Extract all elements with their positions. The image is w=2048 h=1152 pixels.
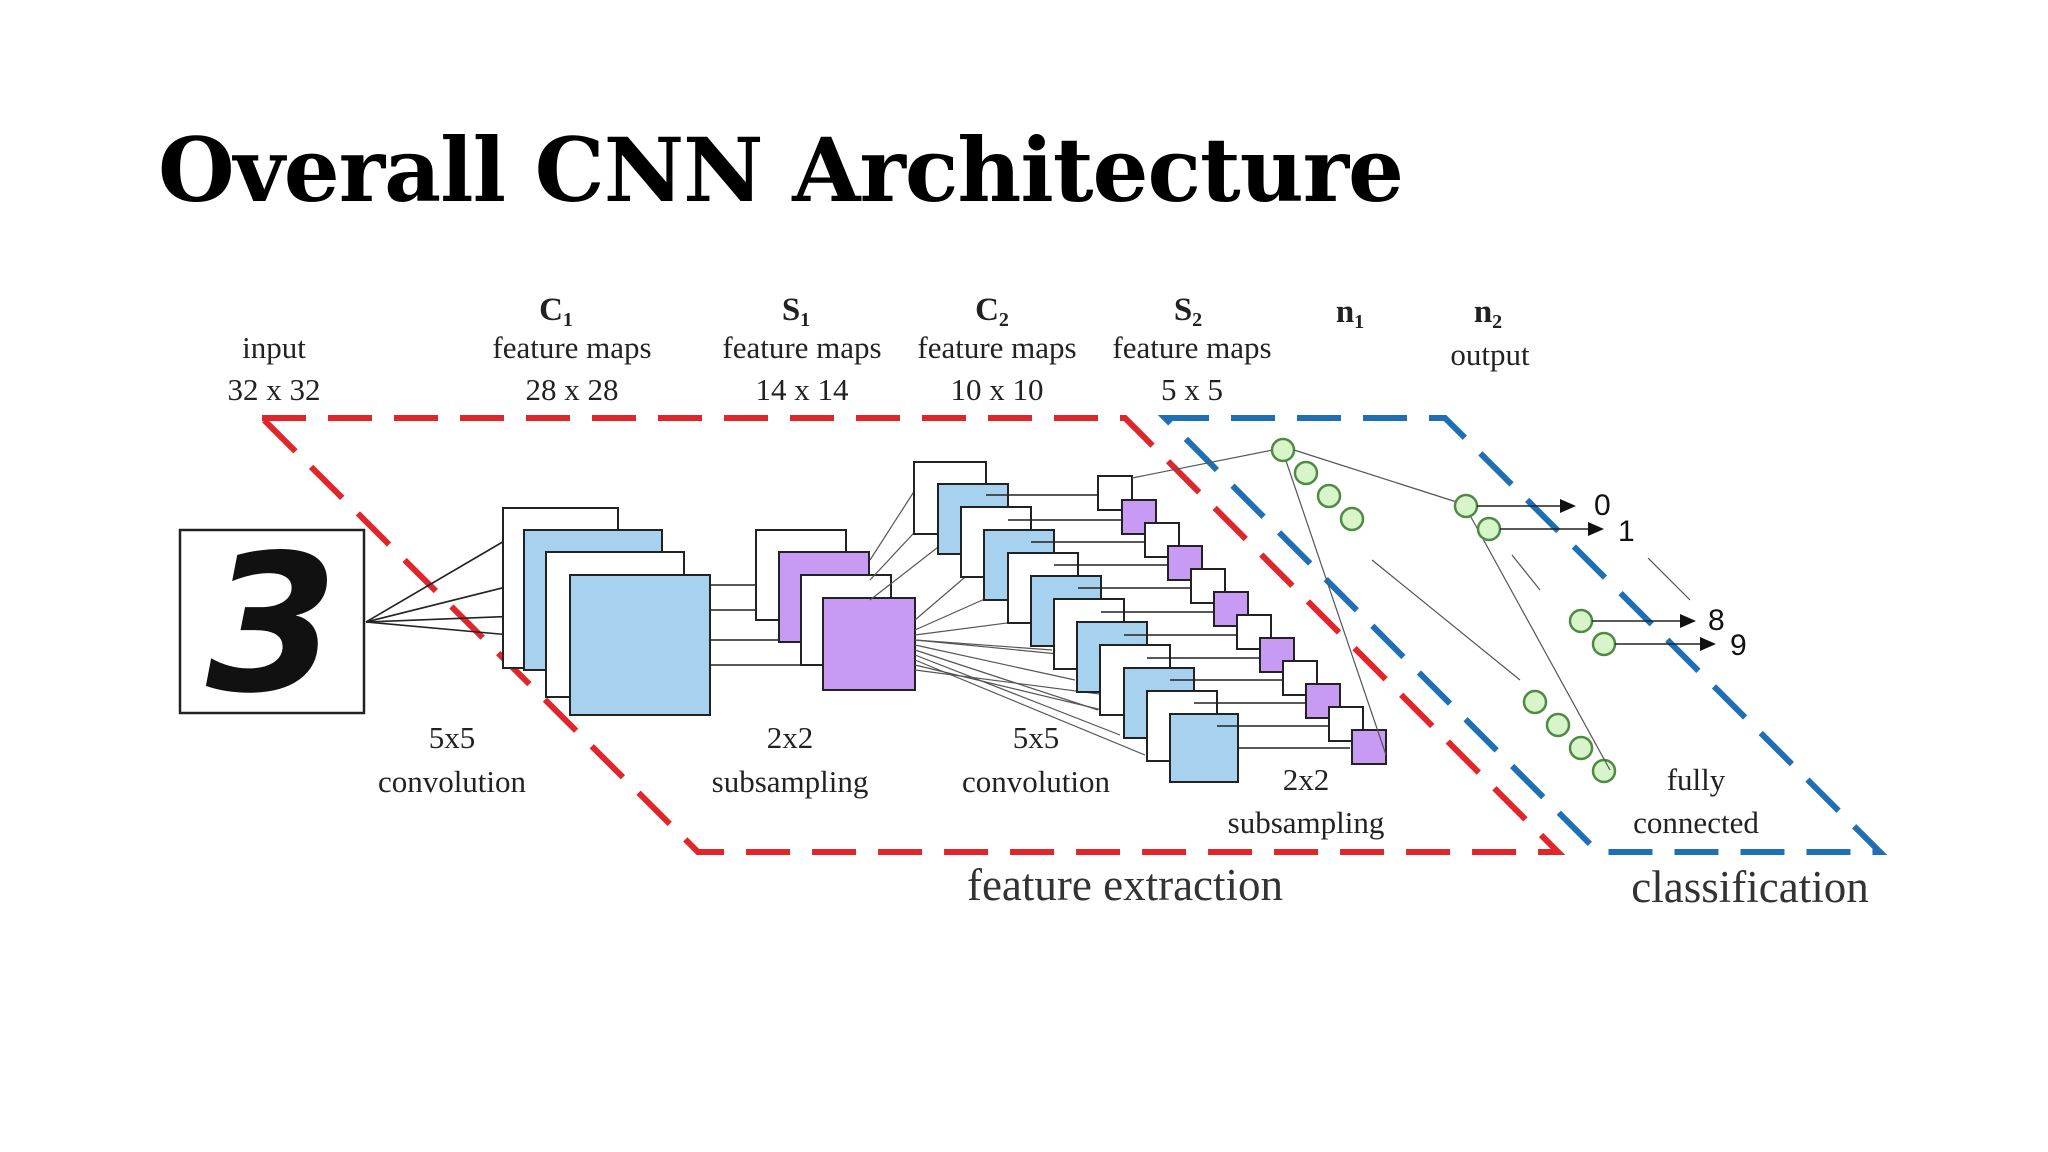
input-size: 32 x 32 <box>228 372 321 407</box>
sub1-kernel: 2x2 <box>767 720 814 755</box>
c1-label: feature maps <box>492 330 651 365</box>
conv1-label: convolution <box>378 764 527 799</box>
input-label: input <box>242 330 306 365</box>
s1-feature-maps <box>755 529 916 691</box>
s1-name: S1 <box>782 292 810 331</box>
c1-feature-maps <box>502 507 711 716</box>
output-arrows <box>1477 499 1716 651</box>
connections-s2-n1 <box>1131 447 1387 756</box>
connections-fc <box>1293 449 1691 771</box>
sub2-kernel: 2x2 <box>1283 762 1330 797</box>
classification-region <box>1157 415 1888 855</box>
c2-name: C2 <box>975 292 1009 331</box>
s1-size: 14 x 14 <box>756 372 850 407</box>
input-image <box>178 528 366 715</box>
fc-line2: connected <box>1633 805 1759 840</box>
n2-name: n2 <box>1474 294 1502 333</box>
conv1-kernel: 5x5 <box>429 720 476 755</box>
connections-sub2 <box>986 494 1350 749</box>
feature-extraction-label: feature extraction <box>967 860 1283 910</box>
c2-label: feature maps <box>917 330 1076 365</box>
output-label-0: 0 <box>1594 489 1611 522</box>
sub2-label: subsampling <box>1228 805 1385 840</box>
sub1-label: subsampling <box>712 764 869 799</box>
output-label-1: 1 <box>1618 515 1635 548</box>
c1-name: C1 <box>539 292 573 331</box>
fc-line1: fully <box>1667 762 1726 797</box>
s1-label: feature maps <box>722 330 881 365</box>
classification-label: classification <box>1631 862 1868 912</box>
input-digit: 3 <box>206 514 338 735</box>
s2-size: 5 x 5 <box>1161 372 1223 407</box>
n2-label: output <box>1450 337 1530 372</box>
conv2-kernel: 5x5 <box>1013 720 1060 755</box>
c1-size: 28 x 28 <box>526 372 619 407</box>
feature-extraction-region <box>254 415 1566 855</box>
conv2-label: convolution <box>962 764 1111 799</box>
output-label-9: 9 <box>1730 629 1747 662</box>
slide-title: Overall CNN Architecture <box>158 118 1404 222</box>
n2-nodes <box>1453 493 1617 657</box>
n1-name: n1 <box>1336 294 1364 333</box>
c2-feature-maps <box>913 461 1239 783</box>
s2-label: feature maps <box>1112 330 1271 365</box>
n1-nodes <box>1270 437 1617 784</box>
s2-name: S2 <box>1174 292 1202 331</box>
output-label-8: 8 <box>1708 604 1725 637</box>
c2-size: 10 x 10 <box>951 372 1044 407</box>
s2-feature-maps <box>1097 475 1387 765</box>
